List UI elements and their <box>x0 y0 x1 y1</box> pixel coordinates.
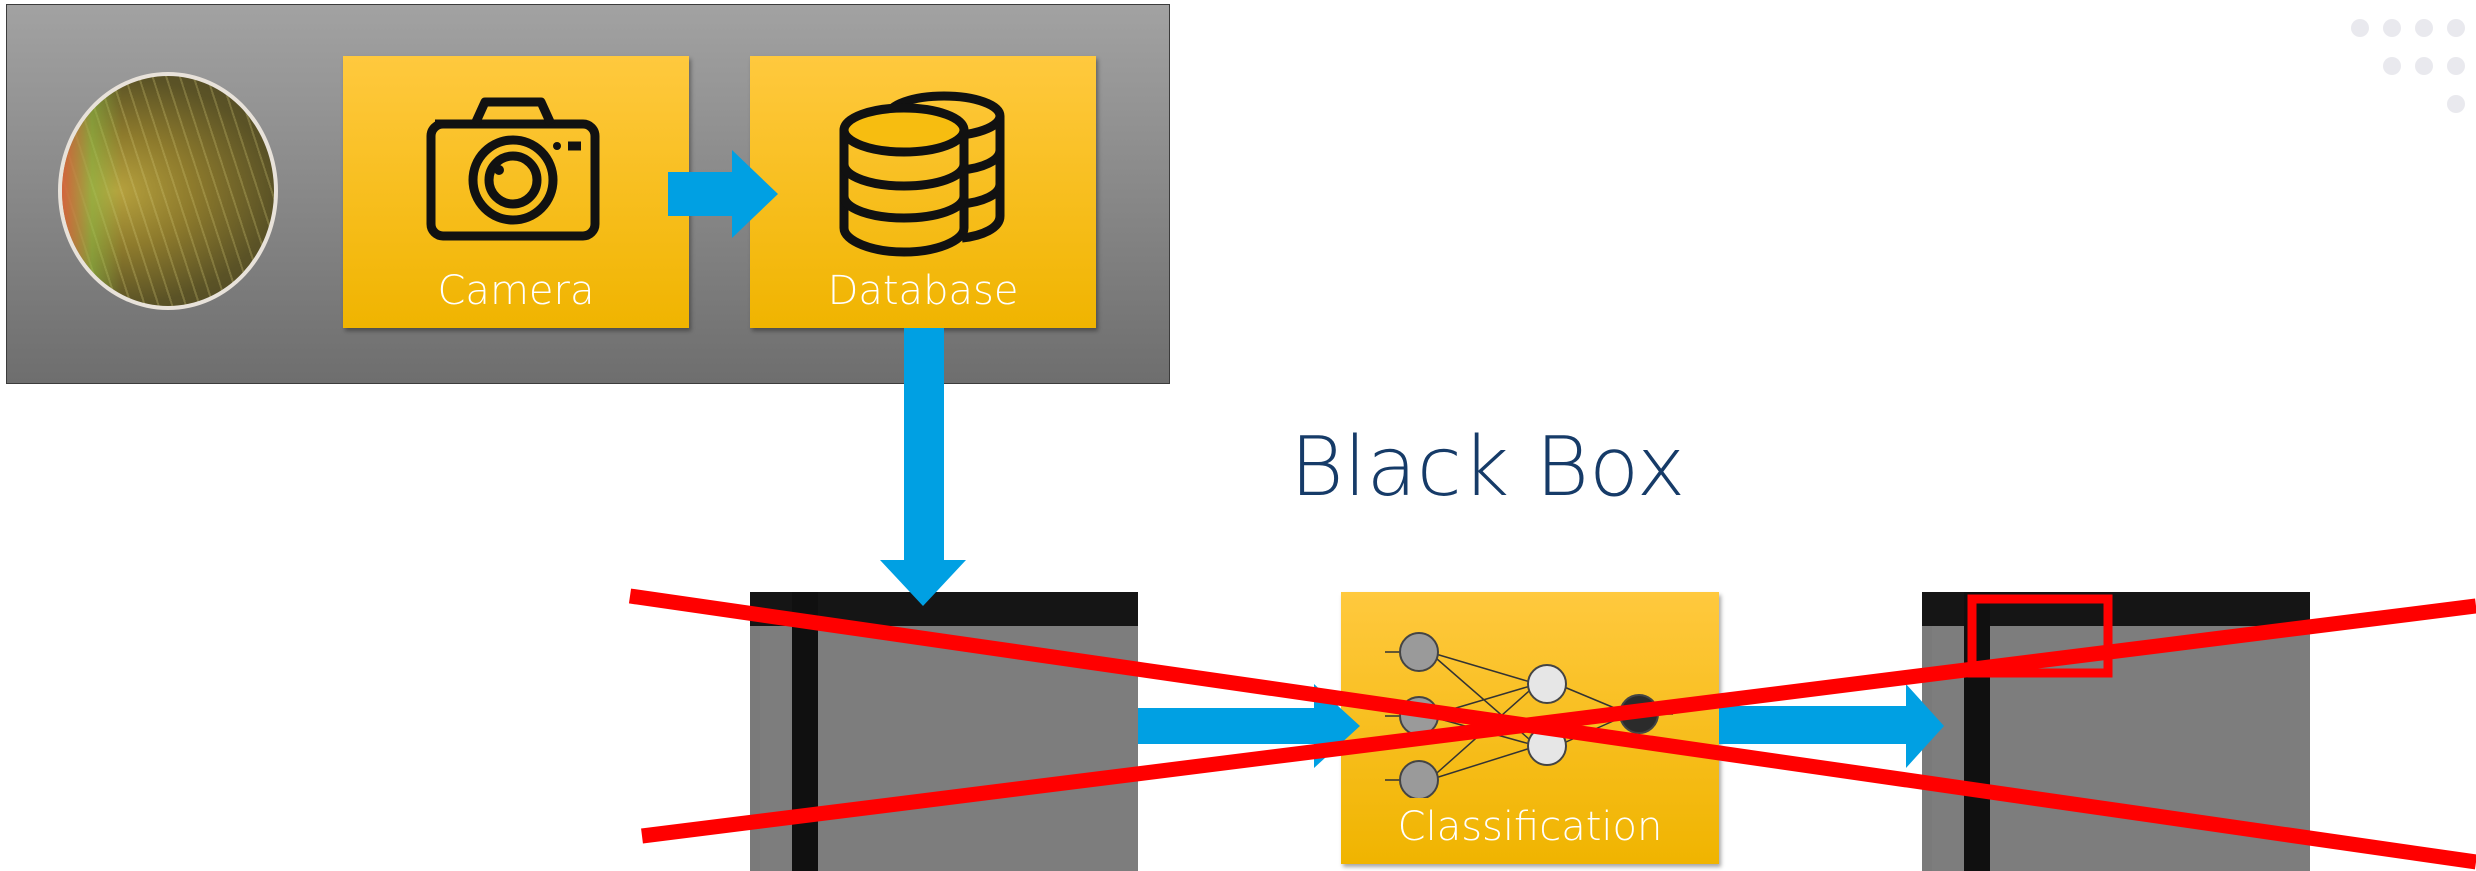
camera-label: Camera <box>437 268 595 314</box>
camera-icon <box>426 97 600 241</box>
database-box: Database <box>750 56 1096 328</box>
dot-pattern-decoration <box>2351 19 2465 113</box>
classification-label: Classification <box>1397 804 1663 850</box>
defect-scan-image <box>750 592 1138 871</box>
wafer-image <box>58 72 278 310</box>
neural-network-icon <box>1385 632 1673 798</box>
database-icon <box>839 91 1005 257</box>
camera-box: Camera <box>343 56 689 328</box>
arrow-classification-to-output <box>1719 684 1944 768</box>
diagram-title: Black Box <box>1290 420 1686 515</box>
database-label: Database <box>827 268 1019 314</box>
arrow-scan-to-classification <box>1138 684 1360 768</box>
classification-box: Classification <box>1341 592 1719 864</box>
annotated-defect-scan-image <box>1922 592 2310 871</box>
